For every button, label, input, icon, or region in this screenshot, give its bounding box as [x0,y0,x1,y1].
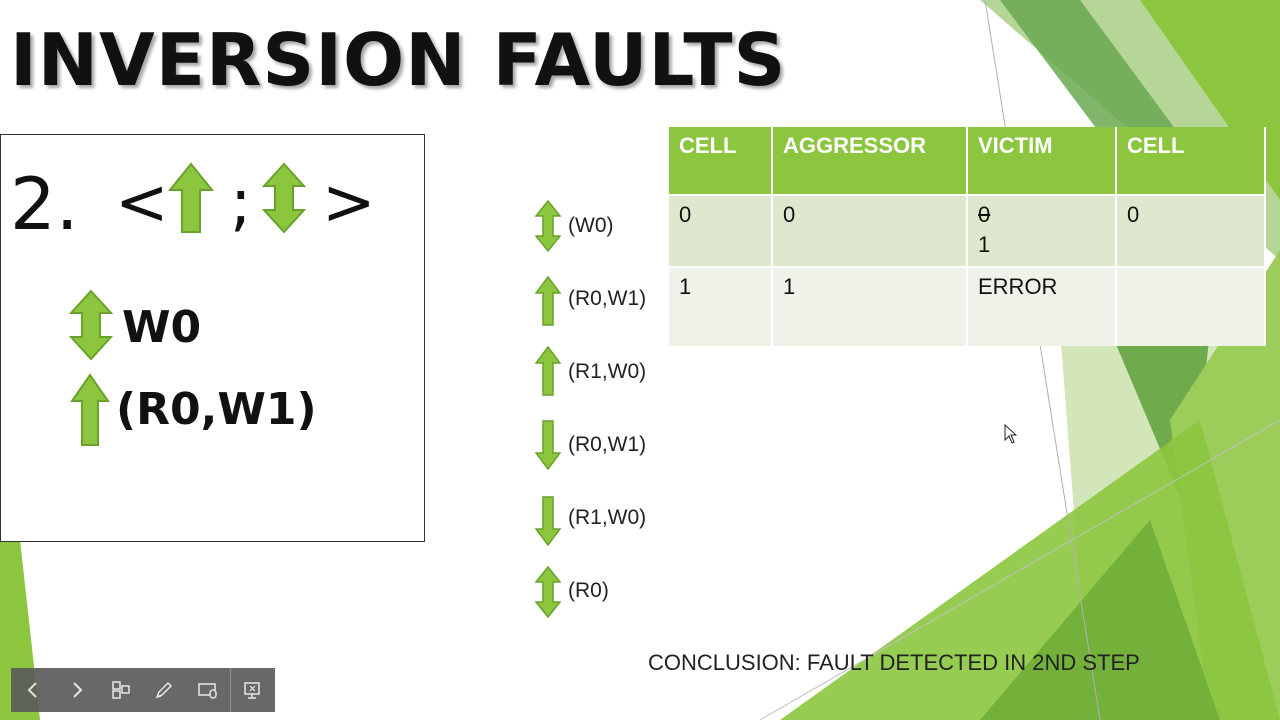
up-down-arrow-icon [262,162,306,234]
next-icon [73,682,83,698]
table-cell: 1 [772,266,968,346]
up-arrow-icon [535,276,561,326]
operation-label: (R1,W0) [568,506,647,529]
next-slide-button[interactable] [55,668,99,712]
see-all-slides-button[interactable] [99,668,143,712]
sequence-close-bracket: > [322,166,376,240]
presenter-view-button[interactable] [231,668,275,712]
sequence-separator: ; [230,166,252,240]
up-arrow-icon [535,346,561,396]
table-cell: 0 [772,194,968,267]
victim-old-value: 0 [978,202,991,227]
victim-new-value: 1 [978,232,991,257]
up-arrow-icon [168,162,214,233]
pen-button[interactable] [142,668,186,712]
up-down-arrow-icon [69,289,113,361]
presentation-toolbar [11,668,275,712]
up-down-arrow-icon [535,566,561,618]
down-arrow-icon [535,496,561,546]
operation-label: (R1,W0) [568,360,647,383]
operation-label: (W0) [568,214,614,237]
header-cell: CELL [1116,127,1266,195]
operation-label: (R0,W1) [568,433,647,456]
table-cell: 0 [669,194,773,267]
table-cell: ERROR [967,266,1117,346]
pen-icon [156,681,173,699]
conclusion-text: CONCLUSION: FAULT DETECTED IN 2ND STEP [648,650,1140,675]
table-row: 1 1 ERROR [669,266,1266,346]
sequence-number: 2. [10,162,79,246]
header-cell: CELL [669,127,773,195]
header-aggressor: AGGRESSOR [772,127,968,195]
down-arrow-icon [535,420,561,470]
table-cell [1116,266,1266,346]
previous-slide-button[interactable] [11,668,55,712]
mouse-cursor-icon [1004,424,1018,444]
fault-table: CELL AGGRESSOR VICTIM CELL 0 0 0 1 0 1 1… [669,127,1266,346]
header-victim: VICTIM [967,127,1117,195]
previous-icon [27,682,37,698]
table-header-row: CELL AGGRESSOR VICTIM CELL [669,127,1266,195]
operation-label: (R0,W1) [568,287,647,310]
slide-title: INVERSION FAULTS [10,18,787,102]
table-cell: 0 1 [967,194,1117,267]
subtitles-button[interactable] [186,668,230,712]
operation-label: (R0) [568,579,609,602]
up-arrow-icon [70,373,110,446]
box-line-r0w1: (R0,W1) [116,384,317,435]
presenter-view-icon [244,682,260,699]
table-cell: 0 [1116,194,1266,267]
table-row: 0 0 0 1 0 [669,194,1266,267]
up-down-arrow-icon [535,200,561,252]
toolbar-divider [230,668,232,712]
sequence-open-bracket: < [115,166,169,240]
slides-icon [111,681,130,699]
subtitles-icon [198,683,217,699]
box-line-w0: W0 [122,302,202,353]
table-cell: 1 [669,266,773,346]
